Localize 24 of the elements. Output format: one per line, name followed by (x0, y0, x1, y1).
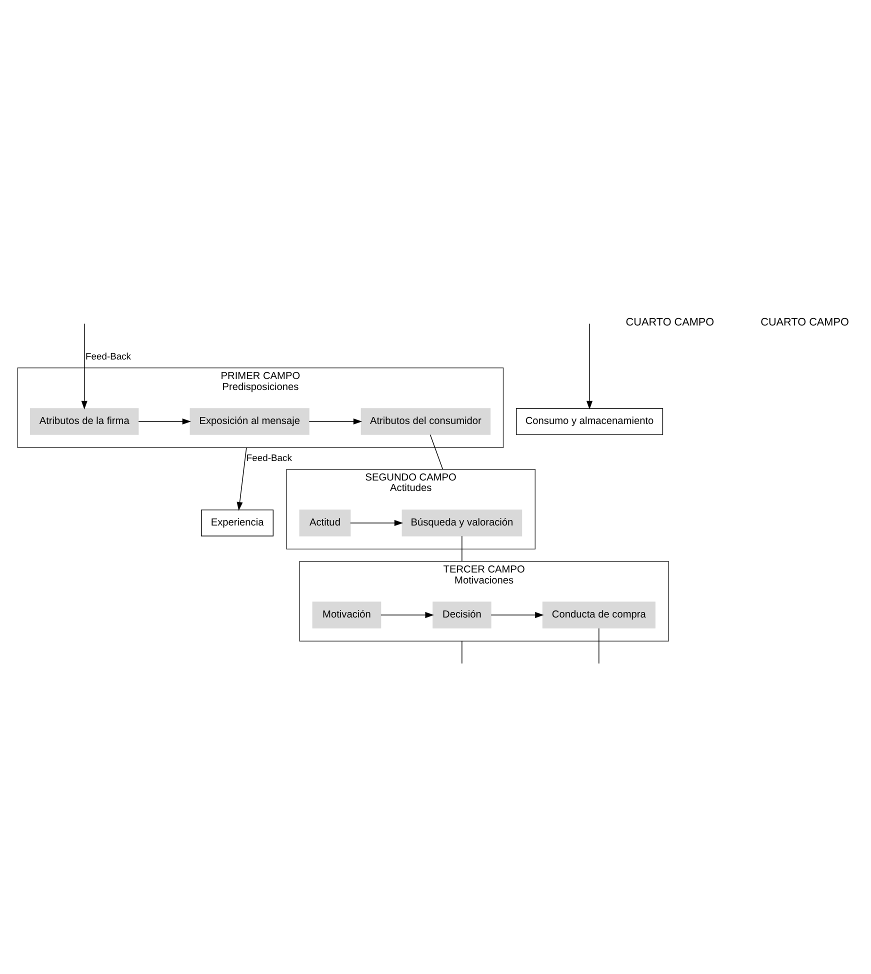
node-box: Exposición al mensaje (190, 408, 310, 435)
arrow (308, 418, 362, 425)
node-box: Decisión (432, 602, 492, 628)
arrow (490, 612, 544, 618)
node-box: Consumo y almacenamiento (516, 408, 664, 435)
node-box: Motivación (312, 602, 382, 628)
connector (598, 628, 600, 664)
arrow (138, 418, 192, 425)
arrow (380, 612, 434, 618)
arrow (236, 447, 247, 511)
connector (430, 434, 444, 470)
arrow (586, 323, 593, 410)
node-box: Actitud (299, 510, 351, 536)
node-box: Búsqueda y valoración (402, 510, 522, 536)
edge-label: Feed-Back (246, 452, 292, 463)
arrow (350, 520, 404, 526)
label: CUARTO CAMPO (760, 316, 849, 328)
node-box: Conducta de compra (542, 602, 656, 628)
label: CUARTO CAMPO (626, 316, 714, 328)
node-box: Atributos de la firma (30, 408, 139, 435)
edge-label: Feed-Back (86, 350, 132, 362)
node-box: Atributos del consumidor (360, 408, 491, 435)
arrow (81, 323, 88, 410)
node-box: Experiencia (201, 510, 274, 536)
